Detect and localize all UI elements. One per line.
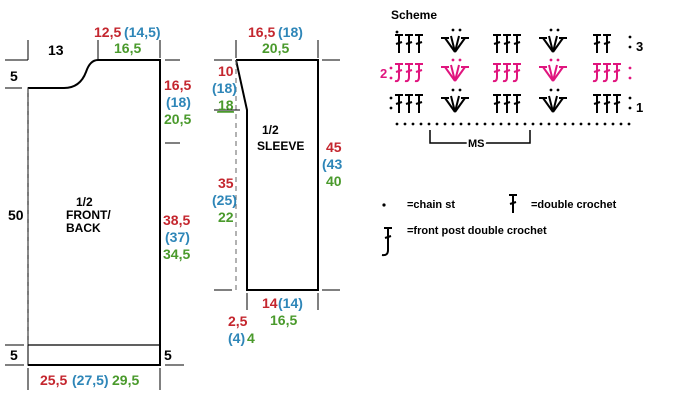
cuff-width-m: (14): [278, 295, 303, 311]
sleeve-top-m: (18): [278, 24, 303, 40]
sleeve-mid-l: 22: [218, 209, 234, 225]
sleeve-outline: [235, 59, 319, 291]
sleeve-top-l: 20,5: [262, 40, 289, 56]
rib-left: 5: [10, 347, 18, 363]
width-l: 29,5: [112, 372, 139, 388]
legend-dc-label: =double crochet: [531, 199, 617, 211]
scheme-row-2: [389, 58, 632, 83]
sleeve-length-l: 40: [326, 173, 342, 189]
sleeve-label-line1: 1/2: [262, 123, 279, 137]
armhole-m: (18): [166, 94, 191, 110]
scheme-title: Scheme: [391, 8, 437, 22]
body-label-line2: FRONT/: [66, 208, 111, 222]
double-crochet-icon: [509, 194, 517, 213]
sleeve-cap-m: (18): [212, 80, 237, 96]
scheme-row-3-number: 3: [636, 39, 643, 54]
cuff-width-s: 14: [262, 295, 278, 311]
armhole-l: 20,5: [164, 111, 191, 127]
sleeve-cap-l: 18: [218, 97, 234, 113]
cuff-width-l: 16,5: [270, 312, 297, 328]
foundation-chain: [395, 122, 631, 126]
side-l: 34,5: [163, 246, 190, 262]
scheme-row-3: [394, 28, 632, 54]
legend: =chain st =double crochet =front post do…: [381, 194, 617, 257]
legend-fpdc-label: =front post double crochet: [407, 225, 547, 237]
armhole-s: 16,5: [164, 77, 191, 93]
width-m: (27,5): [72, 372, 109, 388]
chain-stitch-icon: [382, 203, 386, 207]
cuff-s: 2,5: [228, 313, 248, 329]
legend-chain-label: =chain st: [407, 199, 455, 211]
shoulder-top-s: 12,5: [94, 24, 121, 40]
cuff-l: 4: [247, 330, 255, 346]
shoulder-top-l: 16,5: [114, 40, 141, 56]
repeat-bracket: [429, 130, 531, 144]
repeat-label: MS: [468, 138, 485, 150]
sleeve-mid-m: (25): [212, 192, 237, 208]
front-post-double-crochet-icon: [381, 227, 392, 257]
cuff-m: (4): [228, 330, 245, 346]
sleeve-length-m: (43: [322, 156, 342, 172]
scheme-row-1-number: 1: [636, 100, 643, 115]
sleeve-cap-s: 10: [218, 63, 234, 79]
body-label-1: 1/2: [76, 195, 93, 209]
scheme-row-1: [389, 88, 632, 114]
body-piece: 1/2 FRONT/ BACK 13 12,5 (14,5) 16,5 5 50…: [5, 24, 191, 390]
body-solid-edges: [28, 59, 161, 366]
side-s: 38,5: [163, 212, 190, 228]
body-label-line3: BACK: [66, 221, 101, 235]
sleeve-mid-s: 35: [218, 175, 234, 191]
total-height: 50: [8, 207, 24, 223]
neck-depth: 5: [10, 68, 18, 84]
shoulder-top-m: (14,5): [124, 24, 161, 40]
sleeve-top-s: 16,5: [248, 24, 275, 40]
rib-right: 5: [164, 347, 172, 363]
stitch-scheme: Scheme 3: [380, 8, 643, 152]
sleeve-length-s: 45: [326, 139, 342, 155]
sleeve-piece: 1/2 SLEEVE 16,5 (18) 20,5 10 (18) 18 35 …: [212, 24, 342, 346]
side-m: (37): [165, 229, 190, 245]
sleeve-label-line2: SLEEVE: [257, 139, 304, 153]
scheme-row-2-number: 2: [380, 66, 387, 81]
width-s: 25,5: [40, 372, 67, 388]
neck-width: 13: [48, 42, 64, 58]
